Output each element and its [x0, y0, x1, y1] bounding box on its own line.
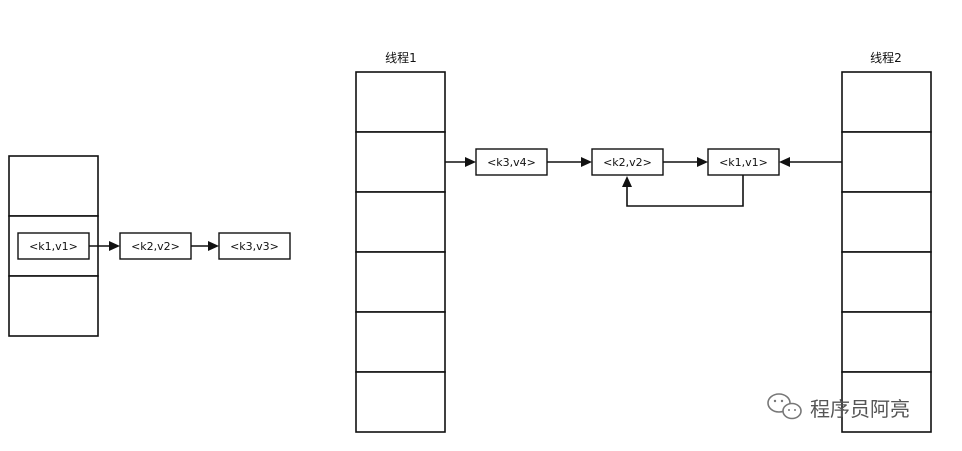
thread2-title: 线程2	[870, 50, 902, 65]
left-node-k1v1: <k1,v1>	[17, 232, 90, 260]
left-node-k2v2-label: <k2,v2>	[131, 240, 180, 253]
thread1-bucket-4	[355, 311, 446, 373]
left-node-k1v1-label: <k1,v1>	[29, 240, 78, 253]
thread1-bucket-2	[355, 191, 446, 253]
arrow-thread1-to-k3v4	[445, 157, 476, 167]
left-bucket-0	[8, 155, 99, 217]
thread1-bucket-3	[355, 251, 446, 313]
left-node-k3v3: <k3,v3>	[218, 232, 291, 260]
thread1-title: 线程1	[385, 50, 417, 65]
left-arrow-2	[191, 241, 219, 251]
left-bucket-array	[8, 155, 99, 337]
left-bucket-2	[8, 275, 99, 337]
arrow-thread2-to-k1v1	[779, 157, 842, 167]
arrow-k3v4-to-k2v2	[547, 157, 592, 167]
thread2-bucket-3	[841, 251, 932, 313]
thread2-bucket-1	[841, 131, 932, 193]
mid-node-k3v4-label: <k3,v4>	[487, 156, 536, 169]
arrow-k2v2-to-k1v1	[663, 157, 708, 167]
watermark: 程序员阿亮	[767, 393, 910, 421]
thread2-bucket-2	[841, 191, 932, 253]
thread2-bucket-0	[841, 71, 932, 133]
left-node-k3v3-label: <k3,v3>	[230, 240, 279, 253]
thread1-bucket-array	[355, 71, 446, 433]
thread1-bucket-1	[355, 131, 446, 193]
watermark-text: 程序员阿亮	[810, 397, 910, 421]
left-arrow-1	[89, 241, 120, 251]
arrow-k1v1-back-to-k2v2	[622, 175, 744, 207]
mid-node-k1v1-label: <k1,v1>	[719, 156, 768, 169]
thread1-bucket-0	[355, 71, 446, 133]
thread2-bucket-5	[841, 371, 932, 433]
mid-node-k3v4: <k3,v4>	[475, 148, 548, 176]
mid-node-k2v2: <k2,v2>	[591, 148, 664, 176]
wechat-icon	[767, 393, 802, 420]
thread2-bucket-array	[841, 71, 932, 433]
left-node-k2v2: <k2,v2>	[119, 232, 192, 260]
mid-node-k2v2-label: <k2,v2>	[603, 156, 652, 169]
thread2-bucket-4	[841, 311, 932, 373]
mid-node-k1v1: <k1,v1>	[707, 148, 780, 176]
thread1-bucket-5	[355, 371, 446, 433]
